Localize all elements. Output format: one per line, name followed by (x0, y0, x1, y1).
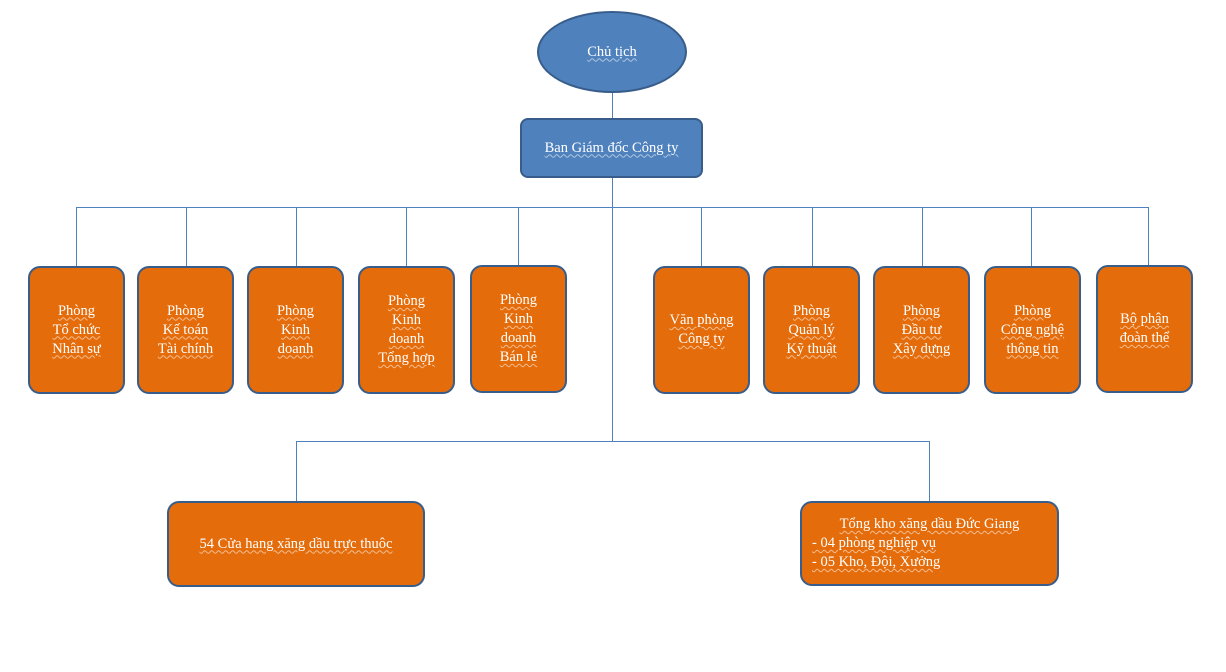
department-line: Phòng (166, 302, 205, 319)
department-line: doanh (277, 340, 314, 357)
department-line: Phòng (792, 302, 831, 319)
department-line: Công nghệ (1000, 321, 1065, 338)
department-line: Phòng (902, 302, 941, 319)
department-cong-nghe-thong-tin: Phòng Công nghệ thông tin (984, 266, 1081, 394)
unit-line: - 05 Kho, Đội, Xưởng (812, 554, 941, 570)
department-line: Phòng (57, 302, 96, 319)
unit-title: Tổng kho xăng dầu Đức Giang (839, 516, 1020, 532)
department-line: Kinh (504, 311, 533, 327)
unit-tong-kho: Tổng kho xăng dầu Đức Giang - 04 phòng n… (800, 501, 1059, 586)
department-line: Tổ chức (52, 321, 101, 338)
unit-line: - 04 phòng nghiệp vụ (812, 535, 937, 551)
department-line: đoàn thể (1119, 330, 1170, 346)
department-kinh-doanh-ban-le: Phòng Kinh doanh Bán lẻ (470, 265, 567, 393)
department-kinh-doanh-tong-hop: Phòng Kinh doanh Tổng hợp (358, 266, 455, 394)
department-line: Phòng (1013, 302, 1052, 319)
department-line: Phòng (499, 292, 538, 308)
department-line: thông tin (1006, 340, 1059, 357)
department-line: doanh (500, 330, 537, 346)
department-line: Bán lẻ (499, 349, 538, 365)
department-quan-ly-ky-thuat: Phòng Quản lý Kỹ thuật (763, 266, 860, 394)
department-line: Phòng (276, 302, 315, 319)
chairman-node: Chủ tịch (537, 11, 687, 93)
department-line: Kế toán (162, 321, 209, 338)
department-line: Kỹ thuật (786, 340, 837, 357)
department-line: Kinh (281, 321, 310, 338)
department-line: Phòng (387, 293, 426, 309)
unit-cua-hang: 54 Cửa hang xăng dầu trực thuôc (167, 501, 425, 587)
chairman-label: Chủ tịch (587, 43, 637, 60)
department-line: Công ty (678, 331, 725, 347)
department-line: Đầu tư (901, 321, 942, 338)
department-line: Xây dựng (892, 340, 951, 357)
department-line: Tài chính (157, 340, 214, 357)
department-to-chuc-nhan-su: Phòng Tổ chức Nhân sự (28, 266, 125, 394)
department-line: Văn phòng (669, 312, 734, 328)
department-dau-tu-xay-dung: Phòng Đầu tư Xây dựng (873, 266, 970, 394)
department-line: Quản lý (788, 321, 835, 338)
board-node: Ban Giám đốc Công ty (520, 118, 703, 178)
department-line: Nhân sự (52, 340, 101, 357)
department-line: Kinh (392, 312, 421, 328)
department-line: doanh (388, 331, 425, 347)
department-van-phong-cong-ty: Văn phòng Công ty (653, 266, 750, 394)
department-bo-phan-doan-the: Bộ phận đoàn thể (1096, 265, 1193, 393)
department-ke-toan-tai-chinh: Phòng Kế toán Tài chính (137, 266, 234, 394)
department-line: Tổng hợp (378, 350, 435, 366)
board-label: Ban Giám đốc Công ty (544, 139, 679, 156)
unit-line: 54 Cửa hang xăng dầu trực thuôc (199, 535, 393, 552)
department-kinh-doanh: Phòng Kinh doanh (247, 266, 344, 394)
department-line: Bộ phận (1120, 311, 1169, 327)
